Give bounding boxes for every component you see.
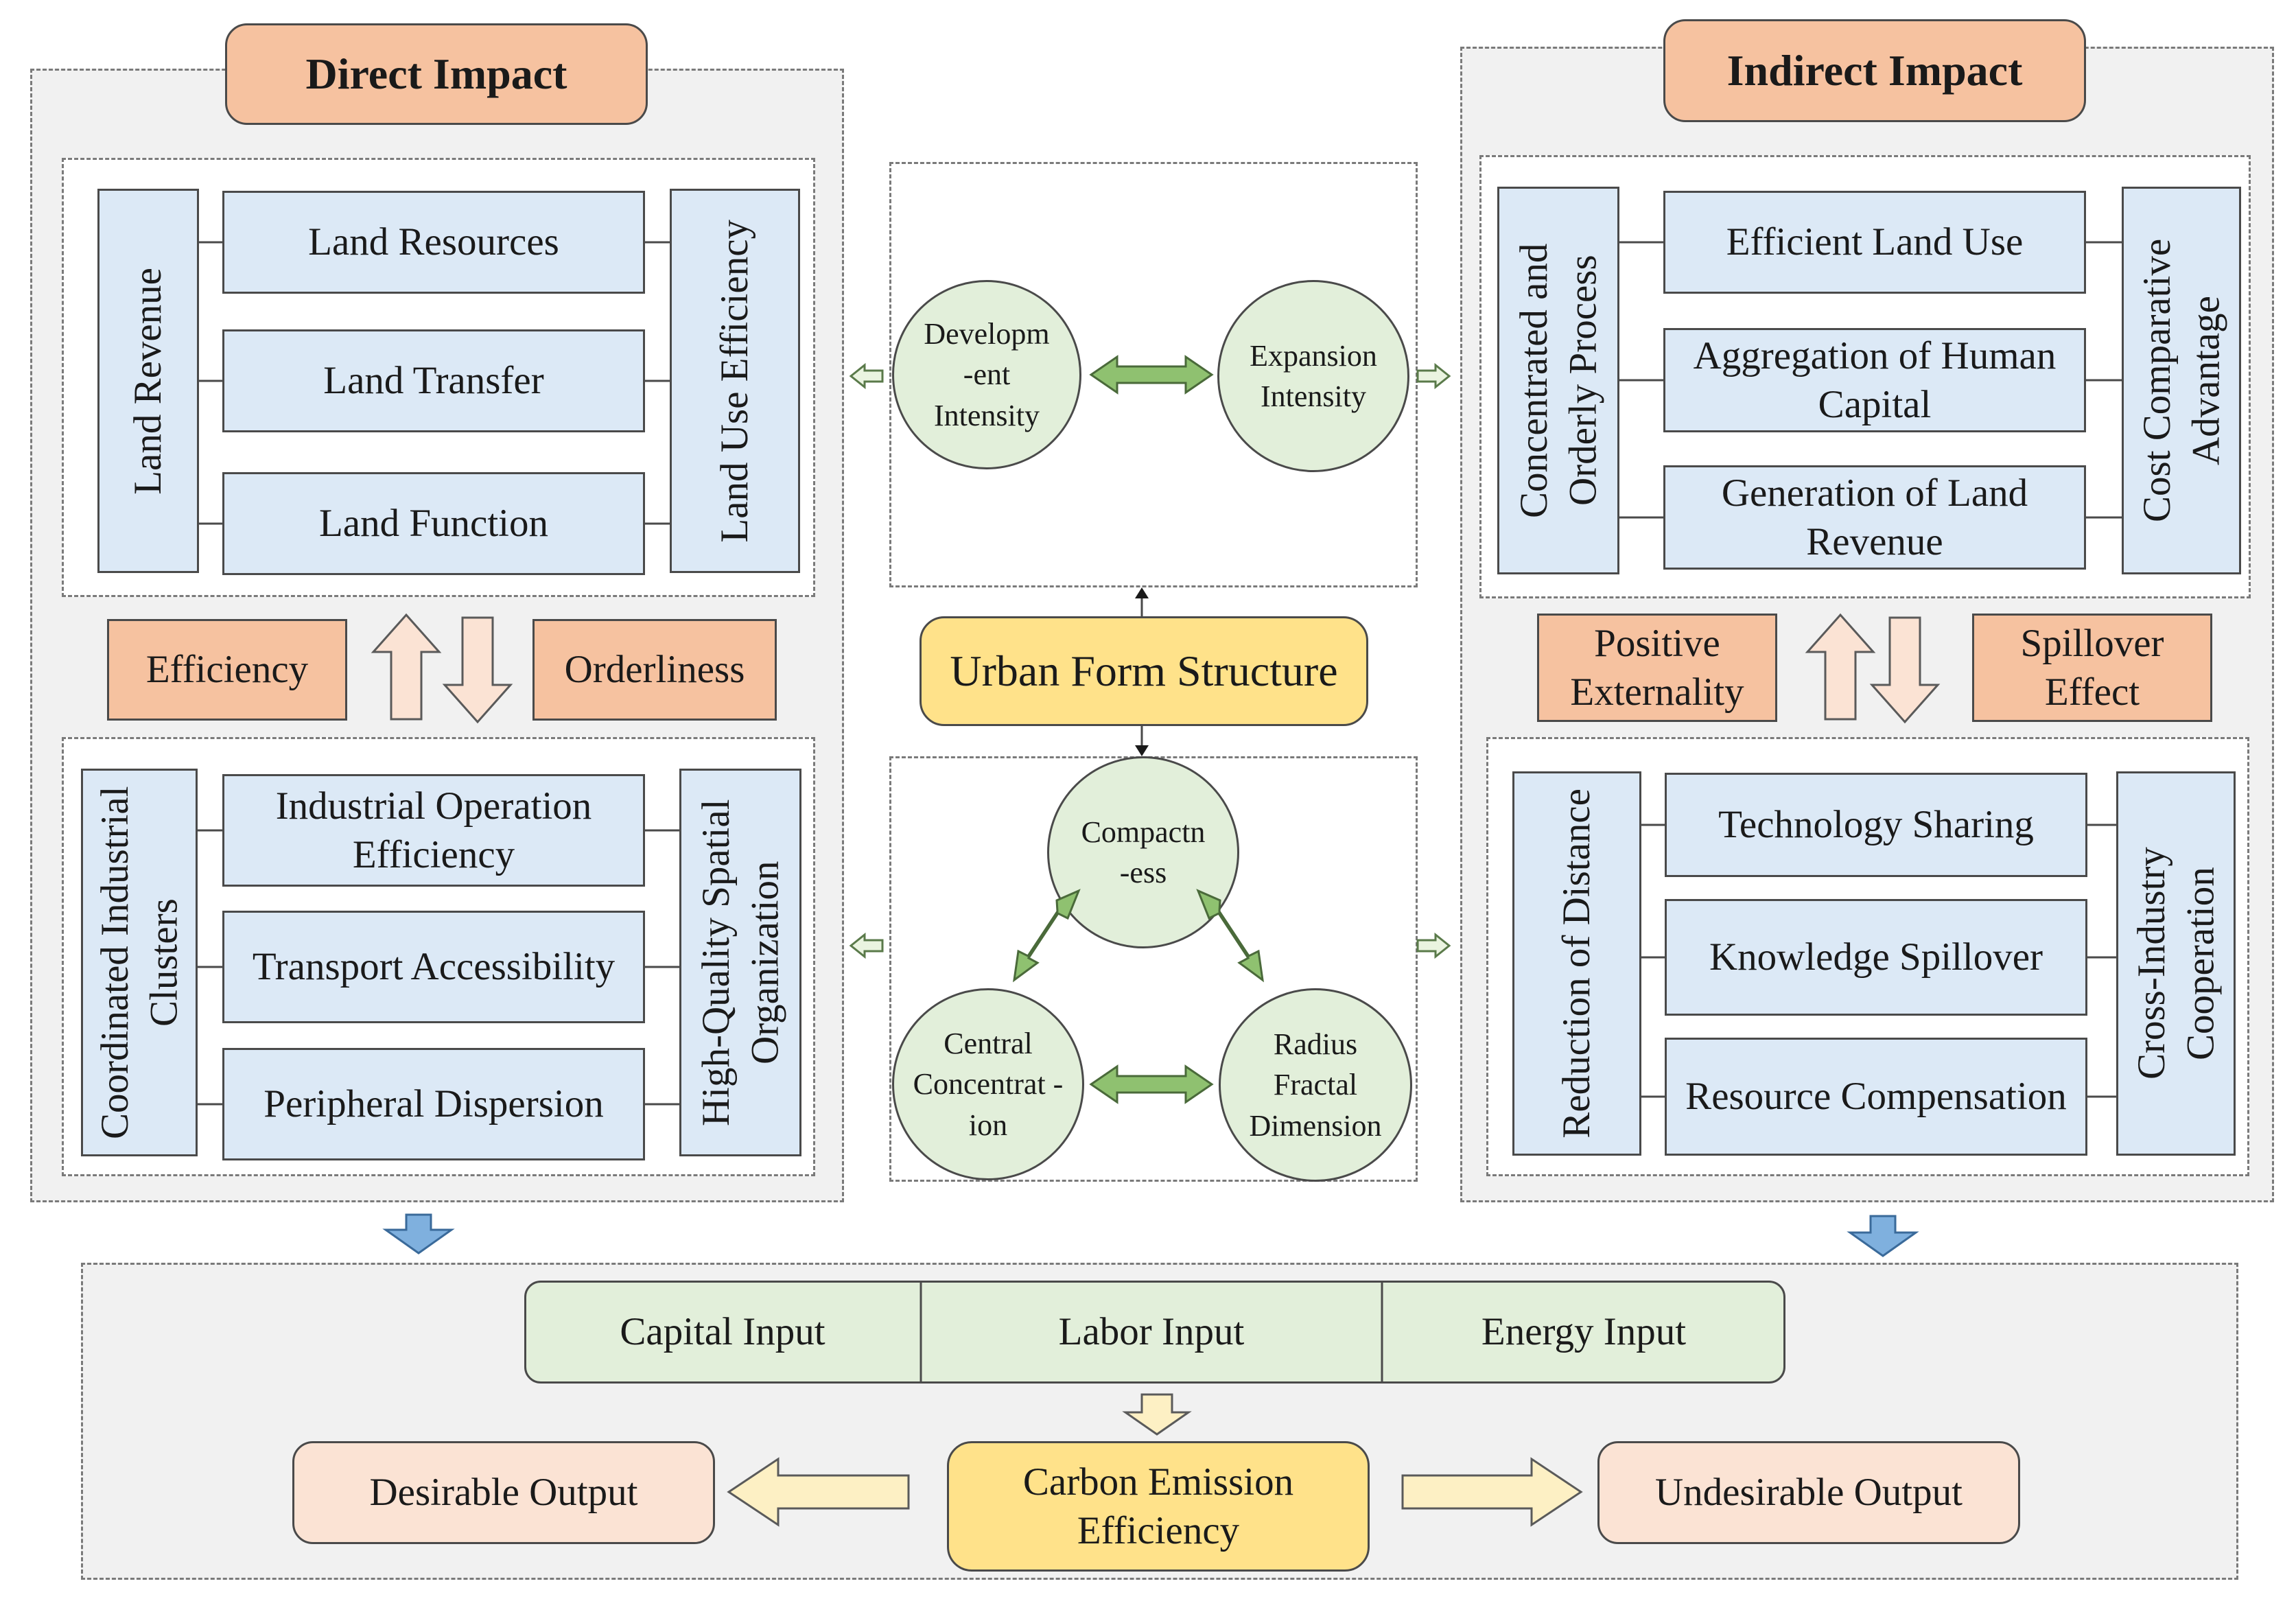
expansion-intensity-circle: Expansion Intensity [1217,280,1409,472]
output-arrows [727,1393,1583,1527]
capital-input-cell: Capital Input [620,1310,825,1354]
industrial-operation-box: Industrial Operation Efficiency [222,774,645,887]
to-indirect-bottom-arrow [1416,932,1451,959]
to-undesirable-arrow [1401,1457,1583,1527]
high-quality-spatial-box: High-Quality Spatial Organization [679,769,801,1156]
urban-form-structure-box: Urban Form Structure [919,616,1368,726]
land-resources-box: Land Resources [222,191,645,294]
development-intensity-circle: Developm -ent Intensity [892,280,1081,469]
direct-down-arrow [442,616,513,724]
undesirable-output-box: Undesirable Output [1597,1441,2020,1544]
concentrated-orderly-box: Concentrated and Orderly Process [1497,187,1619,574]
orderliness-box: Orderliness [532,619,777,721]
central-concentration-circle: Central Concentrat -ion [892,988,1084,1180]
land-use-efficiency-box: Land Use Efficiency [670,189,800,573]
tree-connectors [198,241,2122,1384]
to-desirable-arrow [727,1457,910,1527]
inputs-to-efficiency-arrow [1122,1393,1192,1436]
to-direct-top-arrow [849,362,884,390]
blue-down-arrows [382,1213,1919,1257]
energy-input-cell: Energy Input [1481,1310,1687,1354]
indirect-up-arrow [1805,613,1876,721]
indirect-down-arrow [1869,616,1941,724]
spillover-effect-box: Spillover Effect [1972,614,2212,722]
compactness-left-double-arrow [1013,889,1081,983]
efficient-land-use-box: Efficient Land Use [1663,191,2086,294]
intensity-double-arrow [1089,355,1214,395]
direct-to-efficiency-arrow [382,1213,455,1254]
coordinated-clusters-box: Coordinated Industrial Clusters [81,769,198,1156]
labor-input-cell: Labor Input [1058,1310,1245,1354]
to-indirect-top-arrow [1416,362,1451,390]
indirect-updown-arrows [1805,613,1941,724]
technology-sharing-box: Technology Sharing [1665,773,2087,877]
concentration-fractal-double-arrow [1089,1064,1214,1104]
compactness-right-double-arrow [1196,889,1264,983]
indirect-to-efficiency-arrow [1847,1215,1919,1257]
land-transfer-box: Land Transfer [222,329,645,432]
reduction-distance-box: Reduction of Distance [1512,771,1641,1156]
transport-accessibility-box: Transport Accessibility [222,911,645,1023]
land-revenue-box: Land Revenue [97,189,199,573]
direct-up-arrow [371,613,442,721]
center-arrowheads [1135,587,1149,756]
desirable-output-box: Desirable Output [292,1441,715,1544]
carbon-emission-efficiency-box: Carbon Emission Efficiency [947,1441,1370,1572]
inputs-bar [524,1281,1785,1384]
human-capital-box: Aggregation of Human Capital [1663,328,2086,432]
indirect-impact-title: Indirect Impact [1663,19,2086,122]
direct-updown-arrows [371,613,513,724]
to-direct-bottom-arrow [849,932,884,959]
resource-compensation-box: Resource Compensation [1665,1038,2087,1156]
side-arrows [849,362,1451,959]
peripheral-dispersion-box: Peripheral Dispersion [222,1048,645,1160]
knowledge-spillover-box: Knowledge Spillover [1665,899,2087,1016]
efficiency-box: Efficiency [107,619,347,721]
positive-externality-box: Positive Externality [1537,614,1777,722]
radius-fractal-circle: Radius Fractal Dimension [1219,988,1412,1182]
cost-advantage-box: Cost Comparative Advantage [2122,187,2241,574]
direct-impact-title: Direct Impact [225,23,648,125]
green-double-arrows [1013,355,1264,1104]
land-function-box: Land Function [222,472,645,575]
cross-industry-box: Cross-Industry Cooperation [2116,771,2236,1156]
land-revenue-generation-box: Generation of Land Revenue [1663,465,2086,570]
